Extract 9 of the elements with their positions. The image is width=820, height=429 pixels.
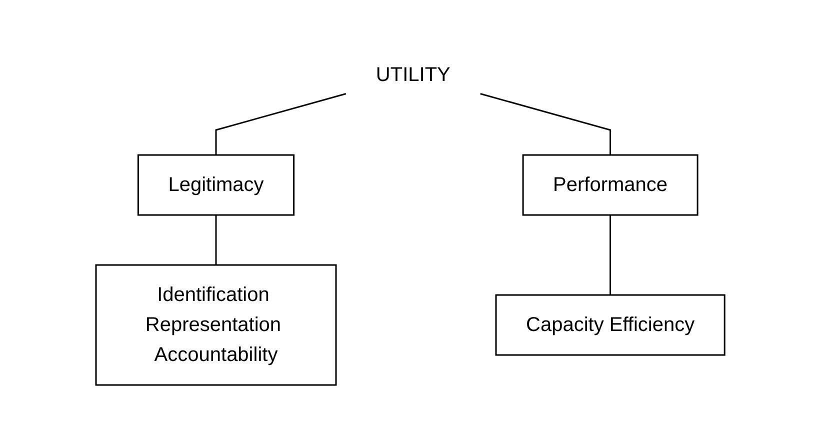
node-text: UTILITY: [376, 64, 450, 86]
connector: [214, 214, 216, 264]
node-box: Legitimacy: [137, 154, 294, 216]
node-box: Identification Representation Accountability: [94, 264, 336, 386]
connector: [609, 214, 611, 294]
node-box: Performance: [522, 154, 698, 216]
node-box: Capacity Efficiency: [494, 294, 726, 356]
connector: [480, 92, 611, 154]
connector: [214, 92, 346, 154]
